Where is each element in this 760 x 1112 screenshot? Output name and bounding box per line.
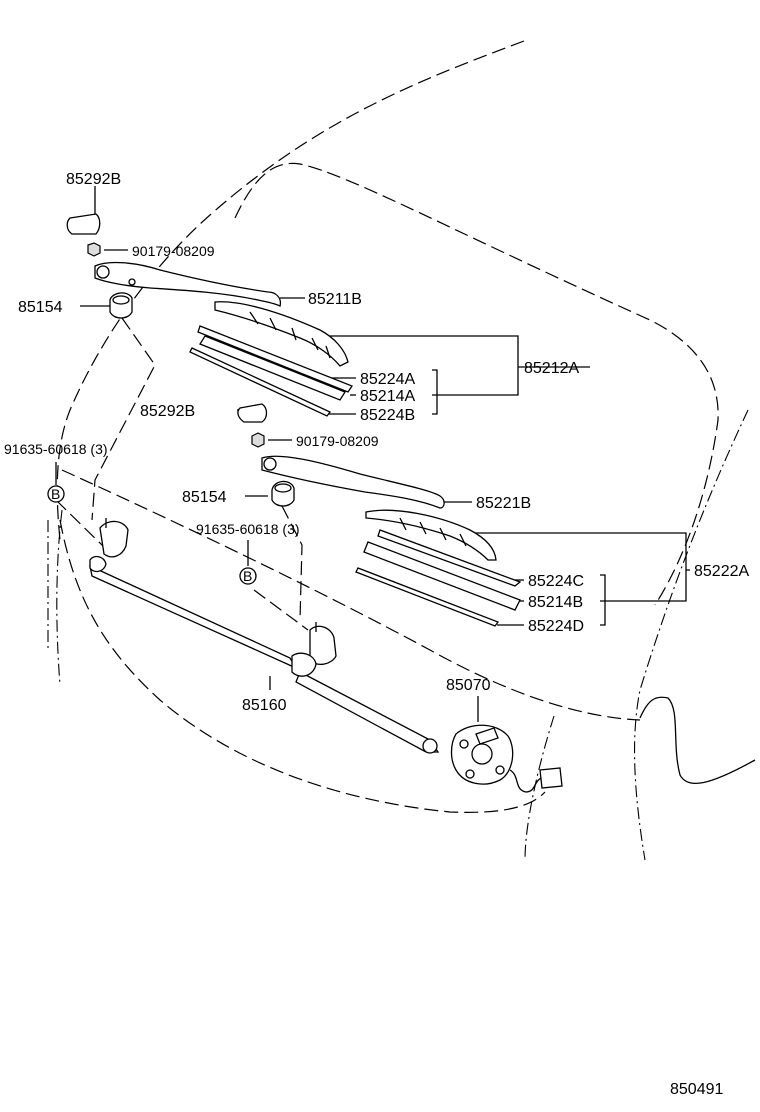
label-85224a: 85224A <box>360 371 415 388</box>
label-85224b: 85224B <box>360 407 415 424</box>
bolt-91635-left: B <box>47 485 65 503</box>
label-91635-mid: 91635-60618 (3) <box>196 521 300 537</box>
wiper-blade-85212a <box>189 301 353 417</box>
diagram-code: 850491 <box>670 1081 723 1098</box>
label-85154-left: 85154 <box>18 299 63 316</box>
cap-85292b-mid <box>237 403 268 423</box>
nut-90179-top <box>87 242 101 257</box>
label-85154-mid: 85154 <box>182 489 227 506</box>
wiper-link-85160 <box>89 518 440 754</box>
label-90179-mid: 90179-08209 <box>296 433 379 449</box>
wiper-arm-85211b <box>94 261 282 307</box>
wiper-arm-85221b <box>261 455 445 509</box>
label-85222a: 85222A <box>694 563 749 580</box>
nut-90179-mid <box>251 432 265 448</box>
pivot-cover-85154-mid <box>271 480 295 507</box>
bolt-91635-mid: B <box>239 567 257 585</box>
label-85212a: 85212A <box>524 360 579 377</box>
label-85292b-top: 85292B <box>66 171 121 188</box>
label-85211b: 85211B <box>308 291 362 308</box>
label-85214a: 85214A <box>360 388 415 405</box>
leader-lines <box>55 186 690 722</box>
cap-85292b-top <box>66 213 101 235</box>
label-85292b-mid: 85292B <box>140 403 195 420</box>
label-85214b: 85214B <box>528 594 583 611</box>
bolt-letter-left: B <box>51 486 60 502</box>
pivot-cover-85154-left <box>109 292 133 319</box>
bolt-letter-mid: B <box>243 568 252 584</box>
label-85224c: 85224C <box>528 573 584 590</box>
label-90179-top: 90179-08209 <box>132 243 215 259</box>
part-labels: 85292B 90179-08209 85154 85211B 85212A 8… <box>4 171 749 1098</box>
wiper-blade-85222a <box>355 509 522 627</box>
wiper-motor-85070 <box>450 724 563 793</box>
label-85160: 85160 <box>242 697 287 714</box>
label-85070: 85070 <box>446 677 491 694</box>
vehicle-outline <box>47 40 756 861</box>
label-85224d: 85224D <box>528 618 584 635</box>
label-91635-left: 91635-60618 (3) <box>4 441 108 457</box>
label-85221b: 85221B <box>476 495 531 512</box>
